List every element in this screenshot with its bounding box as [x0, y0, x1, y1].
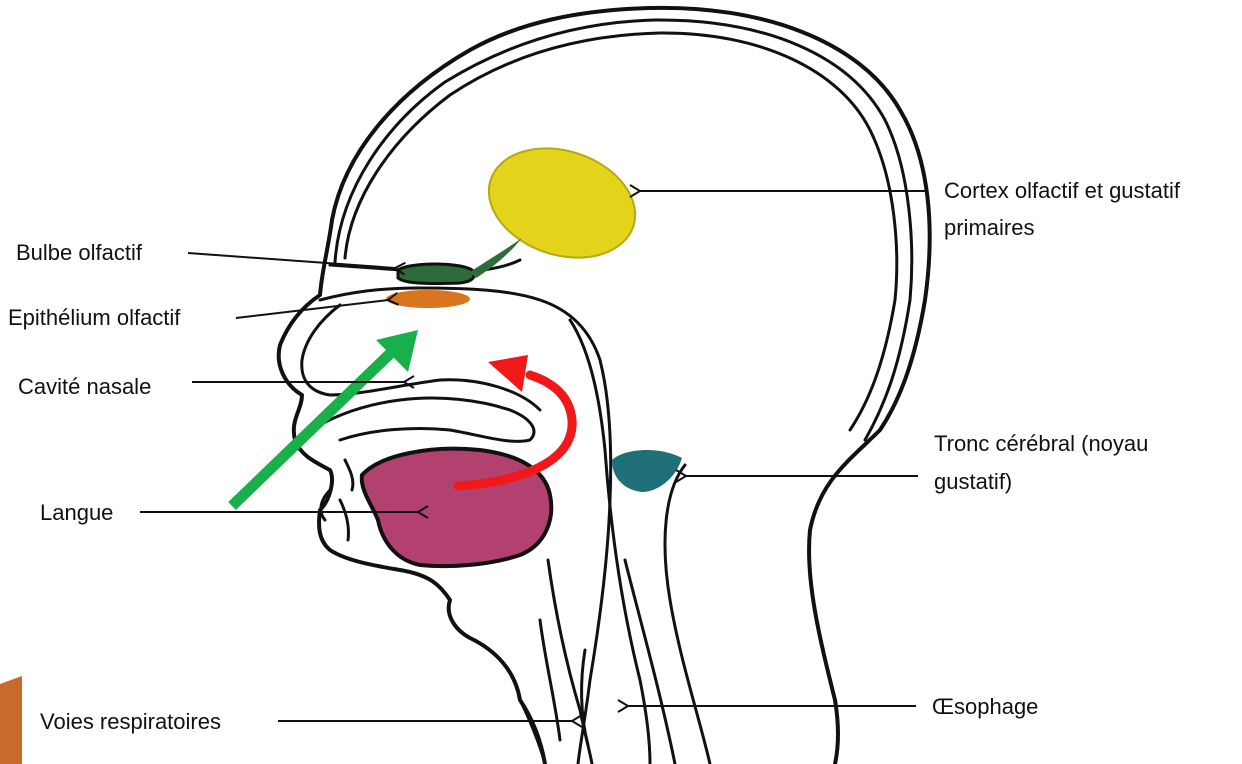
neck-back-line — [665, 465, 710, 764]
label-voies: Voies respiratoires — [40, 709, 221, 734]
label-cortex-line2: primaires — [944, 215, 1034, 240]
label-oesophage: Œsophage — [932, 694, 1038, 719]
label-bulbe: Bulbe olfactif — [16, 240, 143, 265]
label-langue: Langue — [40, 500, 113, 525]
label-tronc-line1: Tronc cérébral (noyau — [934, 431, 1148, 456]
brainstem-gustatory-nucleus — [612, 450, 682, 492]
olfactory-tract — [470, 238, 522, 278]
label-epithelium: Epithélium olfactif — [8, 305, 181, 330]
pointer-bulbe — [188, 253, 395, 268]
label-tronc-line2: gustatif) — [934, 469, 1012, 494]
nasal-inner-line — [302, 305, 540, 410]
olfactory-epithelium — [386, 290, 470, 308]
label-cavite: Cavité nasale — [18, 374, 151, 399]
tongue — [362, 449, 551, 566]
olfactory-bulb — [398, 264, 474, 283]
label-cortex-line1: Cortex olfactif et gustatif — [944, 178, 1181, 203]
corner-tab — [0, 676, 22, 764]
epiglottis-line — [520, 700, 545, 764]
